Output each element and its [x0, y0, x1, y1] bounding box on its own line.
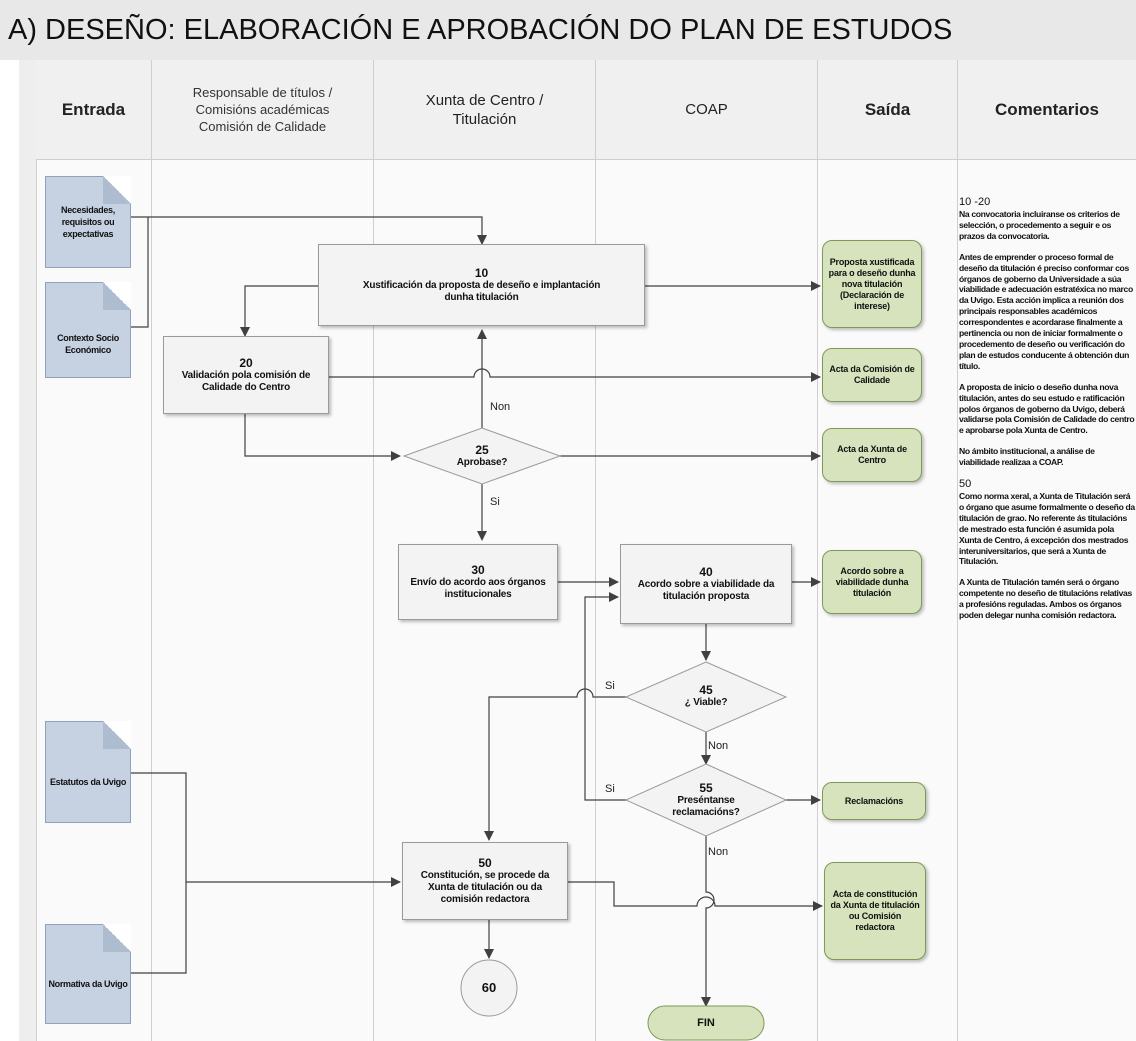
decision-55 [624, 763, 788, 837]
output-acta-xunta: Acta da Xunta de Centro [822, 428, 922, 482]
lane-header-saida: Saída [818, 60, 958, 160]
doc-label: Normativa da Uvigo [48, 979, 128, 989]
comment-paragraph: Na convocatoria incluiranse os criterios… [959, 209, 1120, 241]
page-title: A) DESEÑO: ELABORACIÓN E APROBACIÓN DO P… [8, 14, 953, 46]
comment-paragraph: Antes de emprender o proceso formal de d… [959, 251, 1133, 371]
output-label: Acordo sobre a viabilidade dunha titulac… [835, 565, 909, 598]
step-number: 50 [478, 856, 492, 870]
step-text: Envío do acordo aos órganos instituciona… [410, 577, 546, 600]
output-proposta: Proposta xustificada para o deseño dunha… [822, 240, 922, 328]
pool-header-bar [19, 60, 37, 1041]
step-number: 30 [471, 563, 485, 577]
terminator-fin [647, 1005, 765, 1041]
process-20: 20 Validación pola comisión de Calidade … [163, 336, 329, 414]
comment-heading: 10 -20 [959, 196, 991, 208]
step-number: 40 [699, 565, 713, 579]
page-fold-icon [103, 282, 131, 310]
branch-label-si: Si [605, 680, 615, 692]
branch-label-si: Si [605, 783, 615, 795]
doc-contexto: Contexto Socio Económico [45, 282, 131, 378]
output-label: Acta da Xunta de Centro [837, 444, 907, 465]
decision-45 [624, 661, 788, 733]
process-10: 10 Xustificación da proposta de deseño e… [318, 244, 645, 326]
branch-label-non: Non [490, 401, 511, 413]
doc-label: Estatutos da Uvigo [49, 777, 127, 787]
output-acta-constitucion: Acta de constitución da Xunta de titulac… [824, 862, 926, 960]
lane-header-responsable: Responsable de títulos / Comisións acadé… [152, 60, 374, 160]
comment-paragraph: A Xunta de Titulación tamén será o órgan… [959, 577, 1132, 621]
page-fold-icon [103, 176, 131, 204]
lane-label: Saída [864, 99, 911, 119]
lane-saida [818, 60, 958, 1041]
decision-25 [402, 427, 562, 485]
step-number: 10 [474, 266, 489, 280]
lane-header-entrada: Entrada [36, 60, 152, 160]
output-acordo: Acordo sobre a viabilidade dunha titulac… [822, 550, 922, 614]
branch-label-non: Non [708, 846, 729, 858]
connector [130, 216, 487, 245]
lane-responsable [152, 60, 374, 1041]
title-bar: A) DESEÑO: ELABORACIÓN E APROBACIÓN DO P… [0, 0, 1136, 60]
process-50: 50 Constitución, se procede da Xunta de … [402, 842, 568, 920]
comments-text: 10 -20 Na convocatoria incluiranse os cr… [959, 196, 1136, 631]
lane-entrada [36, 60, 152, 1041]
step-text: Validación pola comisión de Calidade do … [181, 370, 311, 393]
lane-label: Responsable de títulos / Comisións acadé… [192, 85, 333, 134]
connector [701, 836, 715, 1007]
branch-label-non: Non [708, 740, 729, 752]
comment-paragraph: Como norma xeral, a Xunta de Titulación … [959, 491, 1135, 567]
step-text: Acordo sobre a viabilidade da titulación… [637, 579, 775, 602]
process-30: 30 Envío do acordo aos órganos instituci… [398, 544, 558, 620]
process-40: 40 Acordo sobre a viabilidade da titulac… [620, 544, 792, 624]
connector-60 [460, 959, 518, 1017]
doc-label: Necesidades, requisitos ou expectativas [61, 205, 115, 239]
connector [130, 772, 187, 882]
doc-estatutos: Estatutos da Uvigo [45, 721, 131, 823]
output-label: Acta de constitución da Xunta de titulac… [830, 889, 920, 932]
lane-coap [596, 60, 818, 1041]
lane-header-comentarios: Comentarios [958, 60, 1136, 160]
output-acta-comision: Acta da Comisión de Calidade [822, 348, 922, 402]
output-label: Proposta xustificada para o deseño dunha… [828, 256, 916, 311]
lane-label: Xunta de Centro / Titulación [425, 91, 544, 128]
lane-label: COAP [685, 101, 728, 118]
connector [568, 881, 823, 911]
page-fold-icon [103, 721, 131, 749]
connector [484, 688, 628, 841]
step-number: 20 [239, 356, 253, 370]
lane-header-xunta: Xunta de Centro / Titulación [374, 60, 596, 160]
doc-normativa: Normativa da Uvigo [45, 924, 131, 1024]
connector [244, 414, 401, 461]
lane-xunta [374, 60, 596, 1041]
connector [584, 592, 628, 801]
step-text: Constitución, se procede da Xunta de tit… [420, 870, 550, 905]
output-label: Acta da Comisión de Calidade [829, 364, 915, 385]
lane-label: Comentarios [995, 99, 1099, 119]
page-fold-icon [103, 924, 131, 952]
connector [240, 285, 318, 337]
connector [329, 368, 821, 382]
step-text: Xustificación da proposta de deseño e im… [362, 280, 601, 303]
connector [130, 882, 187, 974]
doc-label: Contexto Socio Económico [57, 333, 119, 355]
swimlane-pool [19, 60, 1136, 1041]
doc-necesidades: Necesidades, requisitos ou expectativas [45, 176, 131, 268]
lane-header-coap: COAP [596, 60, 818, 160]
output-label: Reclamacións [844, 795, 904, 806]
comment-paragraph: No ámbito institucional, a análise de vi… [959, 446, 1095, 468]
comment-paragraph: A proposta de inicio o deseño dunha nova… [959, 381, 1135, 436]
output-reclamacions: Reclamacións [822, 782, 926, 820]
comment-heading: 50 [959, 478, 972, 491]
connector [130, 217, 149, 328]
branch-label-si: Si [490, 496, 500, 508]
lane-label: Entrada [61, 99, 126, 119]
